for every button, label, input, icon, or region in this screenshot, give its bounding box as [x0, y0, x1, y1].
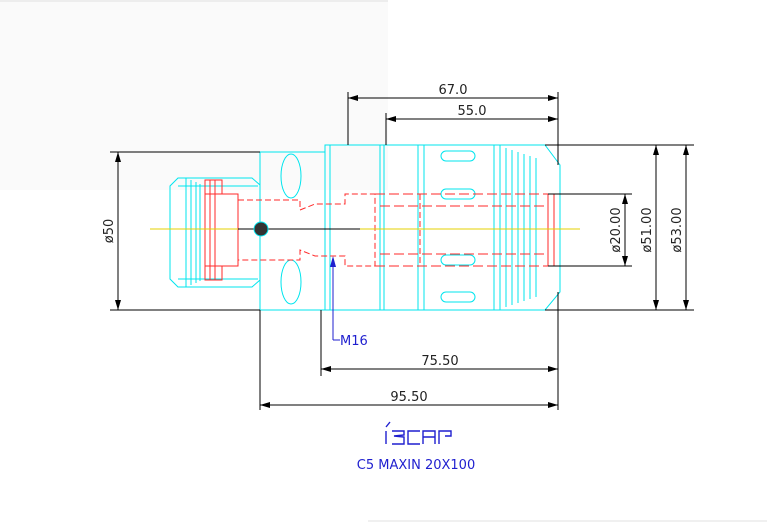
dim-body-diameter: ø51.00 — [640, 207, 655, 252]
dim-length-75: 75.50 — [421, 354, 458, 369]
dimension-arrows — [115, 95, 689, 408]
datum-marker — [253, 221, 269, 237]
thread-leader — [332, 258, 340, 341]
dim-shank-diameter: ø50 — [102, 219, 117, 244]
dim-inner-length: 55.0 — [458, 104, 487, 119]
thread-label: M16 — [340, 334, 368, 349]
dim-bore-diameter: ø20.00 — [609, 207, 624, 252]
hidden-lines — [204, 179, 555, 281]
dim-overall-length: 67.0 — [439, 83, 468, 98]
dimension-lines — [110, 92, 694, 410]
dim-length-95: 95.50 — [390, 390, 427, 405]
thread-leader-arrow — [330, 256, 336, 267]
background-panel — [0, 0, 388, 190]
dim-outer-diameter: ø53.00 — [670, 207, 685, 252]
iscar-logo — [385, 421, 452, 445]
product-name: C5 MAXIN 20X100 — [357, 458, 475, 473]
